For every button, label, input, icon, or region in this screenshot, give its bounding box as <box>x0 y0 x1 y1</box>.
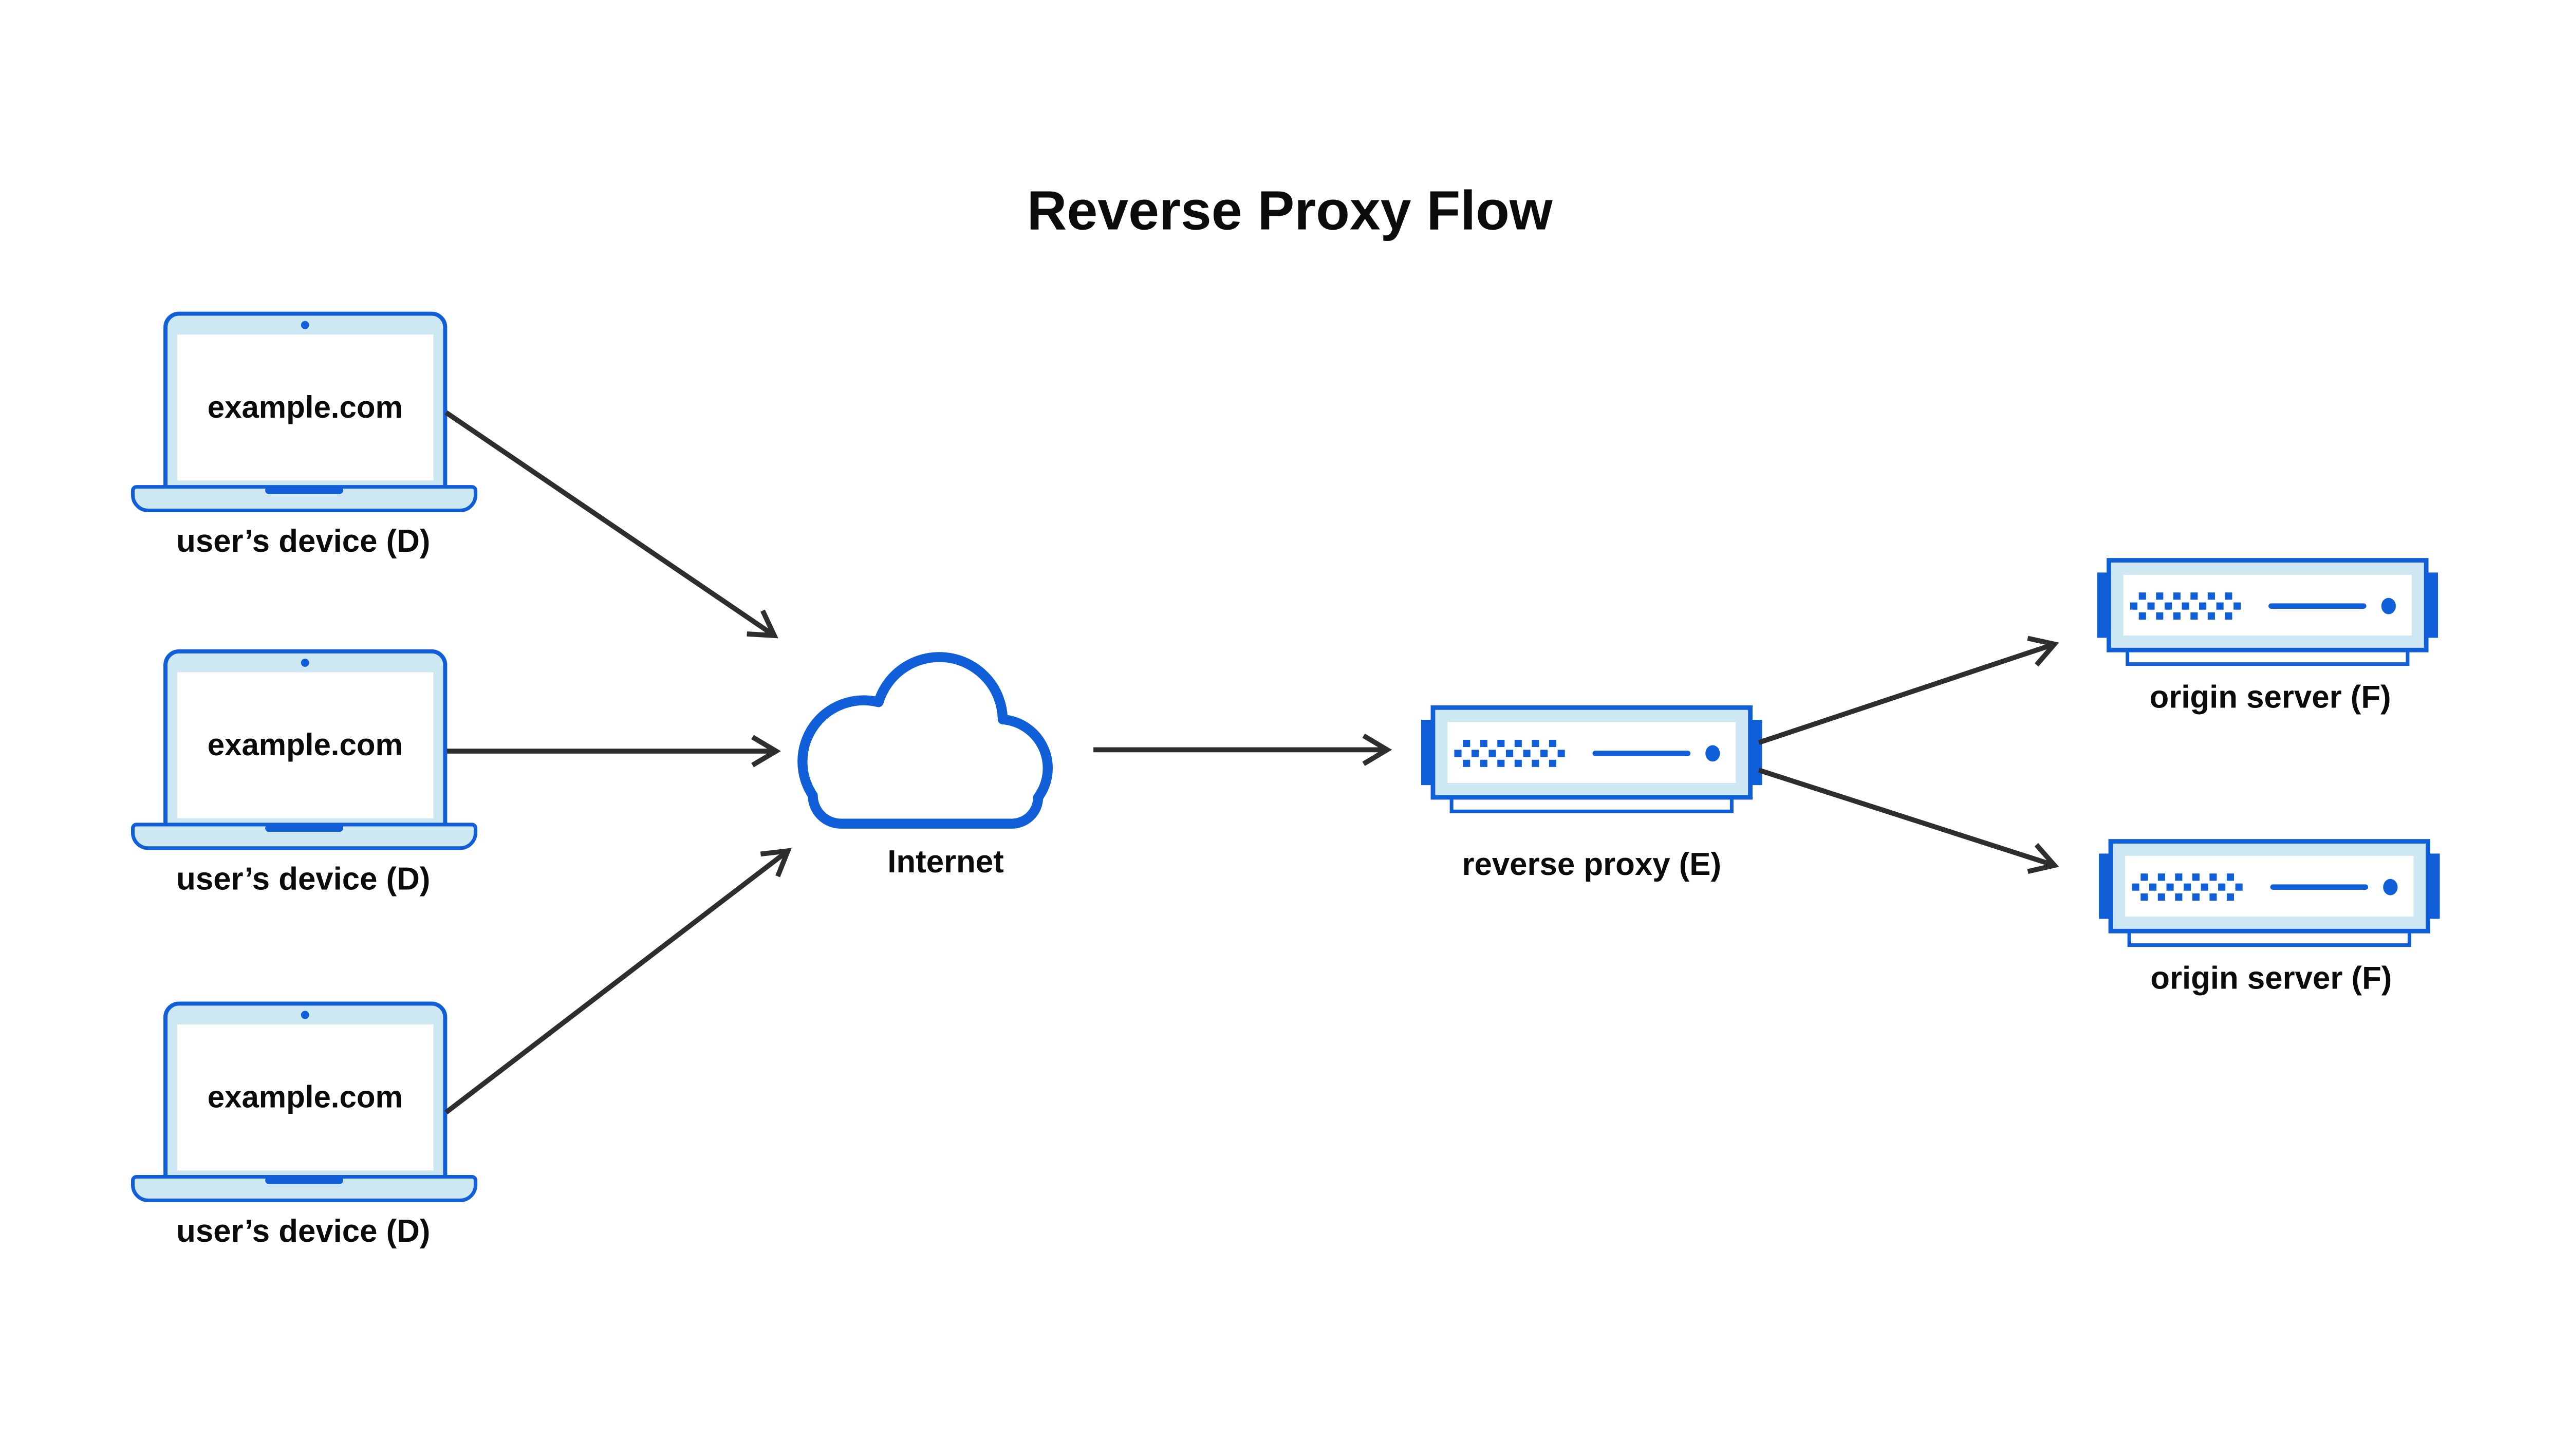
laptop-base <box>131 823 478 850</box>
laptop-hinge-notch <box>265 487 343 494</box>
origin-server-label: origin server (F) <box>2150 961 2392 996</box>
device-label: user’s device (D) <box>176 524 430 559</box>
origin-server-2: origin server (F) <box>2099 839 2440 996</box>
user-device-1: example.com user’s device (D) <box>131 311 478 559</box>
camera-dot-icon <box>301 659 309 667</box>
reverse-proxy-label: reverse proxy (E) <box>1462 847 1721 882</box>
laptop-screen <box>177 334 434 481</box>
origin-server-label: origin server (F) <box>2150 680 2391 715</box>
camera-dot-icon <box>301 321 309 329</box>
device-label: user’s device (D) <box>176 861 430 897</box>
device-screen-text: example.com <box>208 1080 403 1114</box>
server-vents-icon <box>1454 739 1565 767</box>
laptop-hinge-notch <box>265 1177 343 1184</box>
camera-dot-icon <box>301 1011 309 1019</box>
cloud-icon <box>797 652 1053 829</box>
reverse-proxy: reverse proxy (E) <box>1421 705 1762 882</box>
internet: Internet <box>797 652 1053 880</box>
arrow-device1-to-internet <box>444 410 778 639</box>
arrow-device3-to-internet <box>444 848 792 1115</box>
laptop-screen <box>177 672 434 818</box>
server-power-dot <box>2381 598 2396 614</box>
page-title: Reverse Proxy Flow <box>1027 179 1553 241</box>
internet-label: Internet <box>887 844 1003 880</box>
arrow-proxy-to-origin2 <box>1758 768 2059 874</box>
device-label: user’s device (D) <box>176 1214 430 1249</box>
server-power-dot <box>2383 879 2398 895</box>
origin-server-1: origin server (F) <box>2097 558 2438 715</box>
user-device-2: example.com user’s device (D) <box>131 649 478 897</box>
laptop-screen <box>177 1024 434 1171</box>
laptop-base <box>131 1174 478 1202</box>
user-device-3: example.com user’s device (D) <box>131 1001 478 1249</box>
arrow-proxy-to-origin1 <box>1758 636 2059 745</box>
laptop-hinge-notch <box>265 824 343 832</box>
server-power-dot <box>1705 745 1720 762</box>
device-screen-text: example.com <box>208 727 403 762</box>
laptop-base <box>131 485 478 513</box>
device-screen-text: example.com <box>208 390 403 424</box>
server-vents-icon <box>2132 873 2243 901</box>
server-vents-icon <box>2130 592 2241 620</box>
